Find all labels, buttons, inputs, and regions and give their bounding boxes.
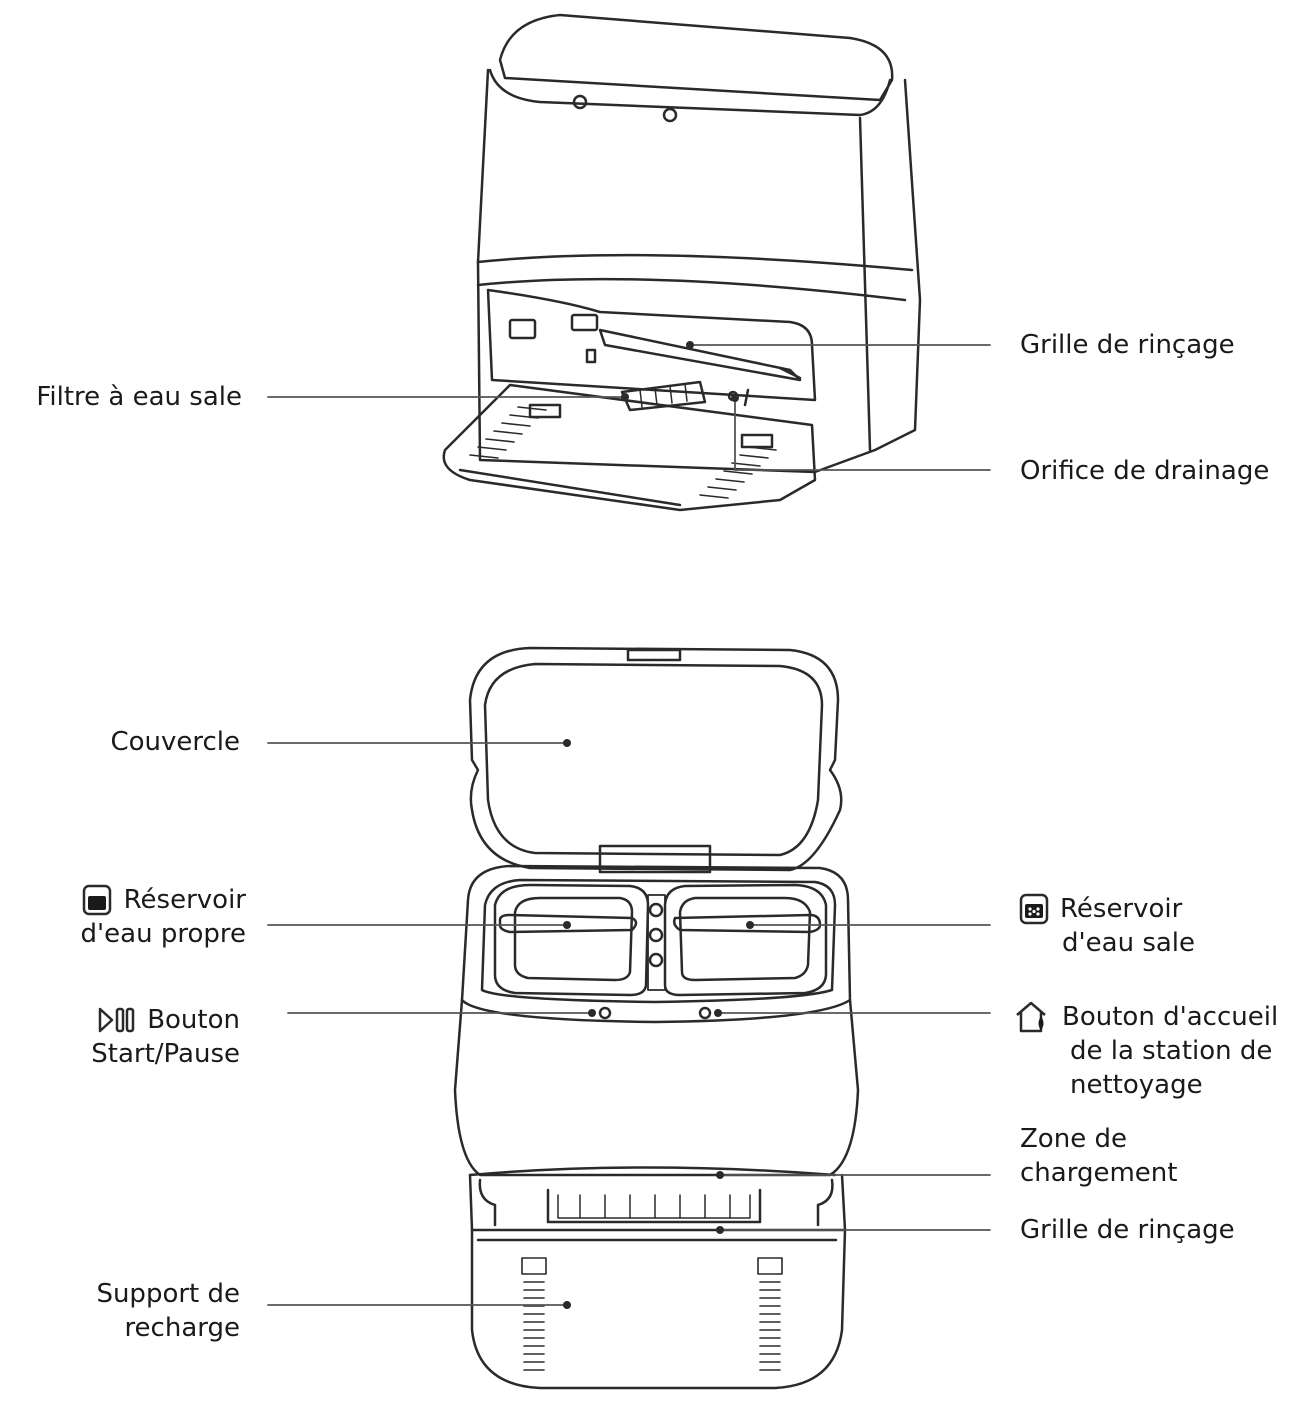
label-bouton-start-pause: Bouton Start/Pause bbox=[91, 1005, 240, 1069]
start-pause-icon bbox=[98, 1007, 135, 1033]
label-bouton-accueil: Bouton d'accueil de la station de nettoy… bbox=[1014, 1000, 1278, 1102]
label-orifice-drainage: Orifice de drainage bbox=[1020, 456, 1270, 486]
label-couvercle: Couvercle bbox=[110, 727, 240, 757]
leader-lines-bottom bbox=[267, 742, 991, 1306]
label-grille-rincage-bottom: Grille de rinçage bbox=[1020, 1215, 1235, 1245]
label-support-recharge: Support de recharge bbox=[96, 1279, 240, 1343]
label-filtre-eau-sale: Filtre à eau sale bbox=[36, 382, 242, 412]
station-top-illustration bbox=[453, 646, 860, 1390]
clean-water-tank-icon bbox=[82, 884, 111, 916]
leader-lines-top bbox=[267, 344, 991, 471]
label-zone-chargement: Zone de chargement bbox=[1020, 1124, 1178, 1188]
label-reservoir-eau-sale: Réservoir d'eau sale bbox=[1018, 892, 1195, 960]
station-front-illustration bbox=[442, 13, 922, 512]
label-reservoir-eau-propre: Réservoir d'eau propre bbox=[80, 884, 246, 949]
home-station-icon bbox=[1016, 1001, 1046, 1033]
label-grille-rincage-top: Grille de rinçage bbox=[1020, 330, 1235, 360]
dirty-water-tank-icon bbox=[1019, 893, 1049, 925]
